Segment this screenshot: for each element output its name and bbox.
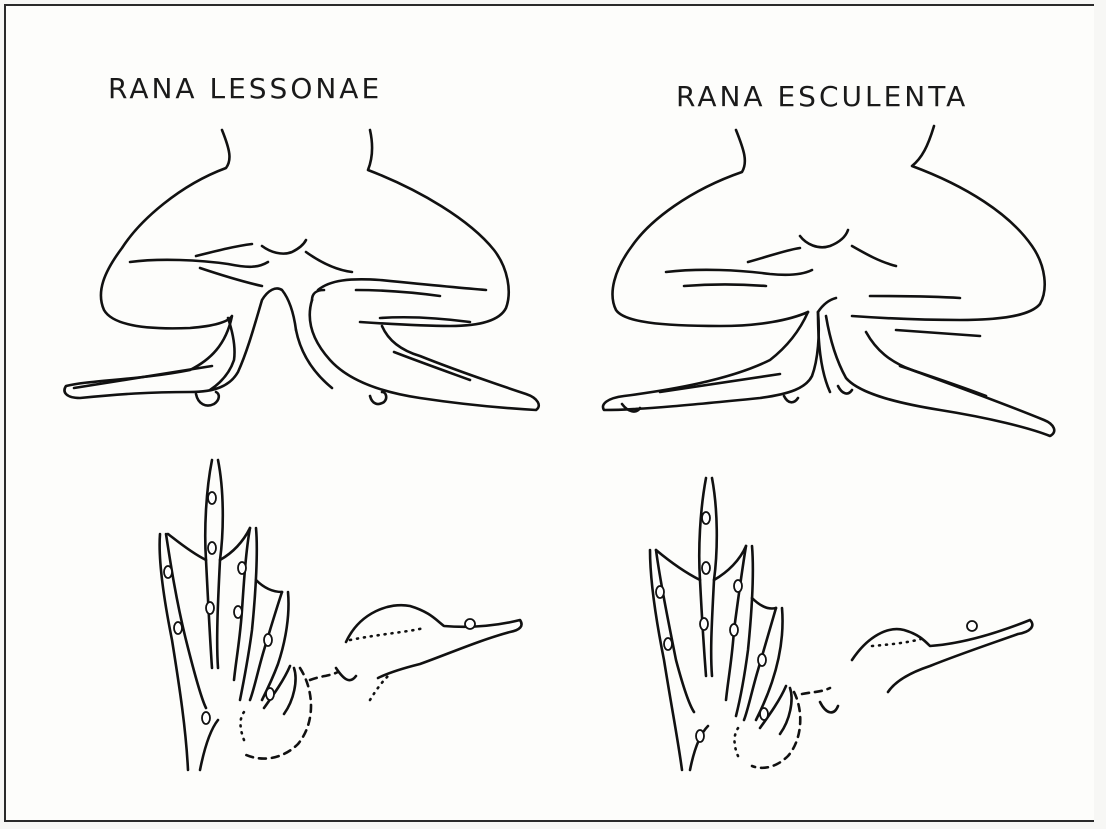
esculenta-hindlegs-drawing: [603, 126, 1054, 436]
lessonae-hindlegs-drawing: [65, 130, 539, 410]
lessonae-metatarsal-tubercle: [244, 668, 311, 759]
esculenta-foot-drawing: [650, 478, 1032, 770]
lessonae-foot-drawing: [160, 460, 522, 770]
esculenta-body-outline: [613, 130, 808, 326]
